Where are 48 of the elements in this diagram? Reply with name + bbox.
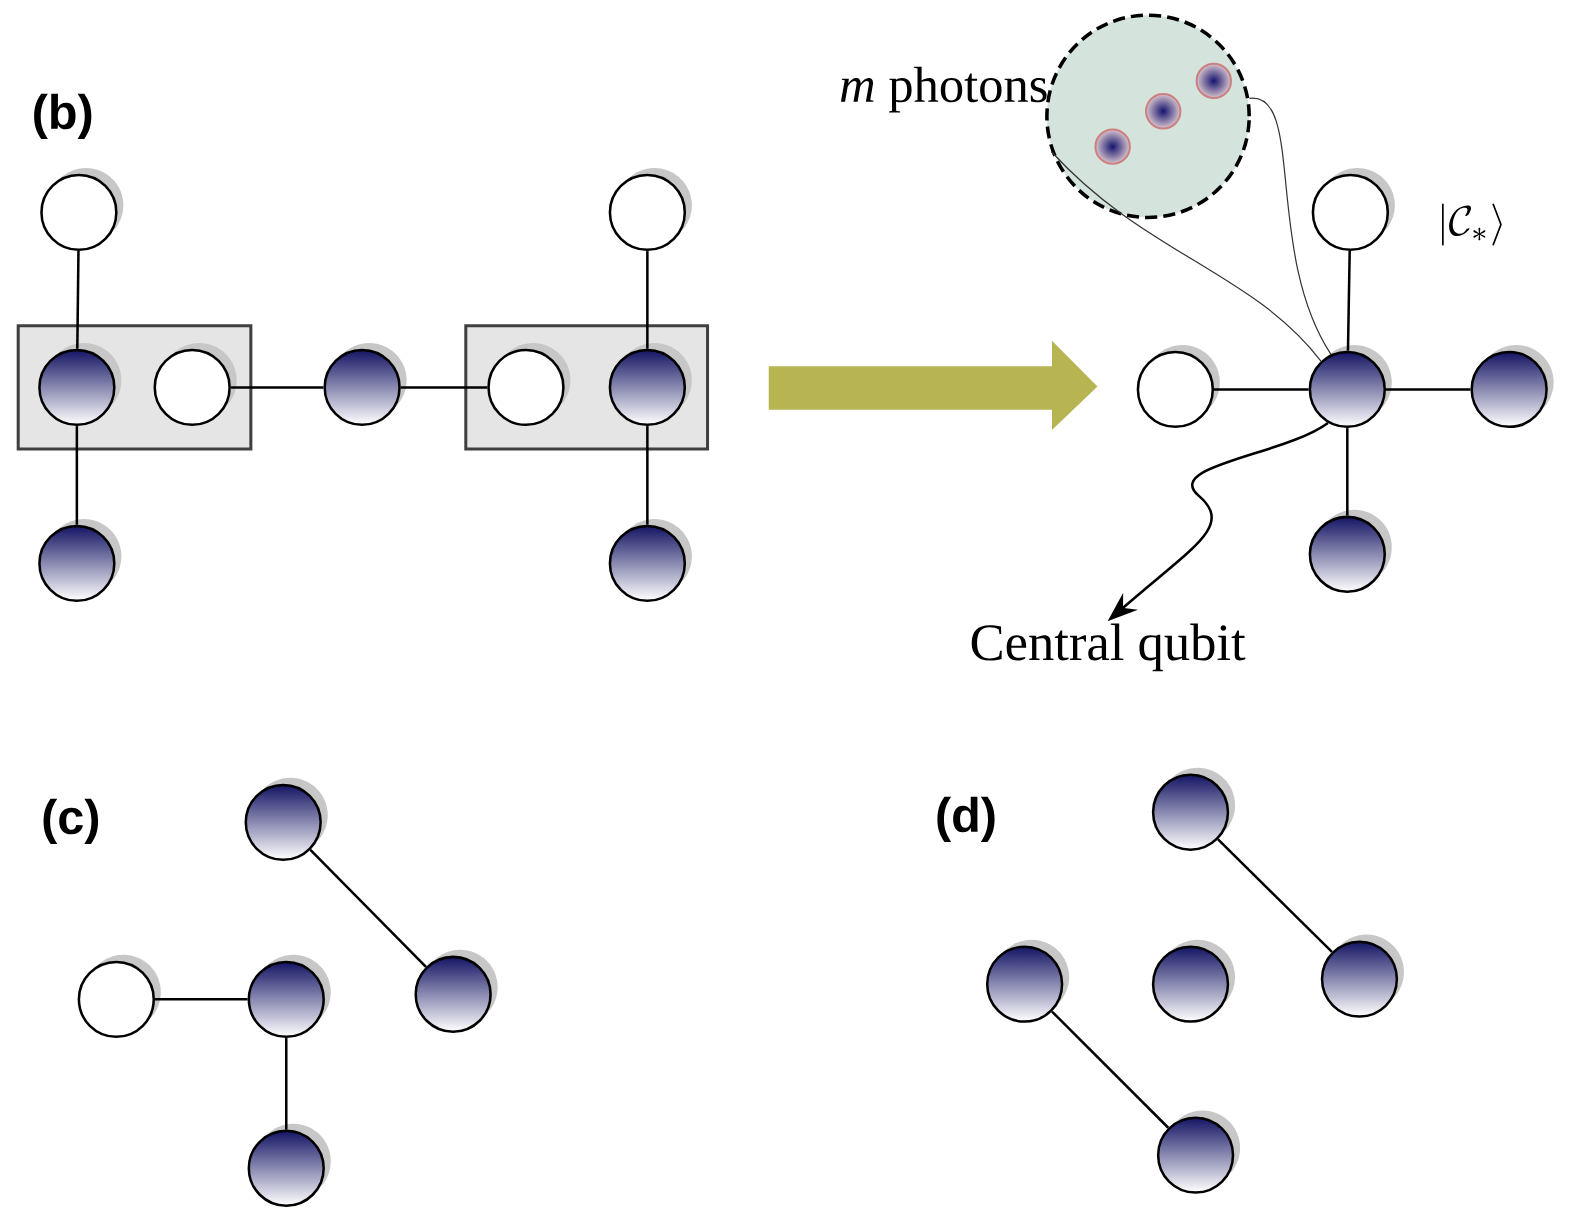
qubit-ball — [1320, 934, 1404, 1018]
qubit-circle — [153, 342, 237, 427]
photon-dot — [1094, 128, 1131, 165]
qubit-ball — [1156, 1110, 1241, 1194]
state-label: $|\mathcal{C}_*\rangle$ — [1442, 203, 1502, 246]
panel-label: (c) — [43, 798, 99, 844]
photon-dot — [1195, 62, 1232, 100]
connector-line — [1214, 388, 1309, 391]
callout-text: Central qubit — [971, 623, 1246, 672]
qubit-ball — [1470, 344, 1554, 429]
connector-line — [1217, 838, 1333, 953]
connector-line — [1386, 388, 1471, 391]
qubit-circle — [608, 167, 692, 252]
connector-line — [76, 251, 80, 349]
qubit-circle — [1311, 167, 1395, 252]
connector-line — [285, 1038, 288, 1130]
qubit-ball — [1151, 939, 1236, 1023]
qubit-ball — [414, 949, 498, 1033]
connector-line — [309, 848, 427, 968]
photon-dot — [1145, 93, 1182, 130]
connector-line — [1346, 251, 1351, 351]
node-label: m photons — [840, 66, 1047, 113]
connector-line — [646, 251, 649, 349]
qubit-ball — [247, 1123, 331, 1207]
connector-line — [155, 998, 248, 1001]
qubit-ball — [323, 342, 407, 427]
connector-line — [75, 426, 79, 525]
qubit-circle — [77, 954, 161, 1039]
leader-line — [1248, 97, 1332, 355]
qubit-circle — [1136, 344, 1220, 429]
connector-line — [230, 386, 324, 389]
qubit-ball — [38, 518, 122, 603]
qubit-ball — [1151, 767, 1236, 851]
qubit-ball — [1308, 509, 1392, 593]
connector-line — [1346, 428, 1349, 516]
qubit-circle — [487, 342, 571, 427]
connector-line — [400, 386, 488, 389]
leader-line — [1050, 150, 1322, 362]
photon-bubble: m photons — [840, 13, 1251, 220]
connector-line — [646, 426, 649, 525]
qubit-ball — [985, 939, 1070, 1023]
qubit-ball — [244, 777, 328, 862]
connector-line — [1051, 1010, 1170, 1129]
qubit-ball — [247, 954, 331, 1039]
qubit-circle — [40, 167, 124, 252]
panel-label: (d) — [937, 796, 995, 842]
qubit-ball — [608, 518, 692, 603]
qubit-ball — [1308, 344, 1392, 429]
